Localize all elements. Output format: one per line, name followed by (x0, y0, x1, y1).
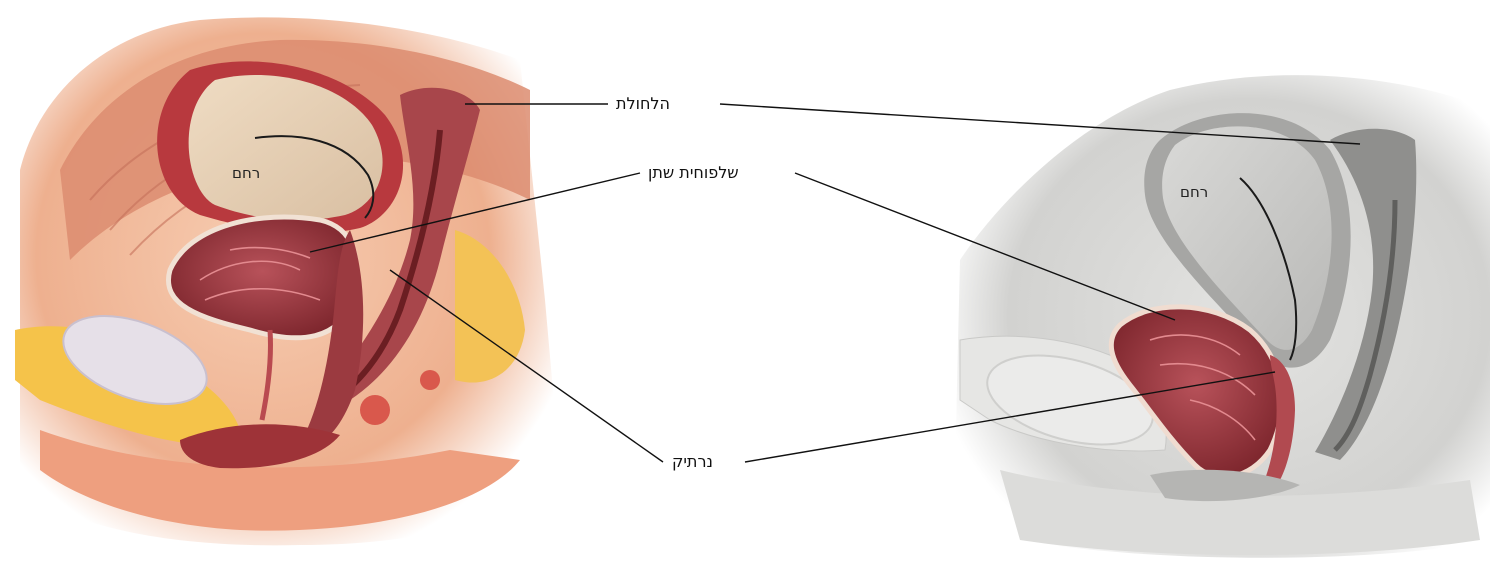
left-anatomy-panel (15, 17, 560, 545)
uterus-label-right: רחם (1180, 183, 1208, 201)
right-anatomy-panel (955, 75, 1490, 558)
uterus-label-left: רחם (232, 164, 260, 182)
vagina-label: נרתיק (668, 452, 717, 472)
bladder-label: שלפוחית שתן (644, 163, 743, 183)
left-fat-nodule (360, 395, 390, 425)
rectum-label: הלחולת (612, 94, 674, 114)
left-fat-nodule-2 (420, 370, 440, 390)
